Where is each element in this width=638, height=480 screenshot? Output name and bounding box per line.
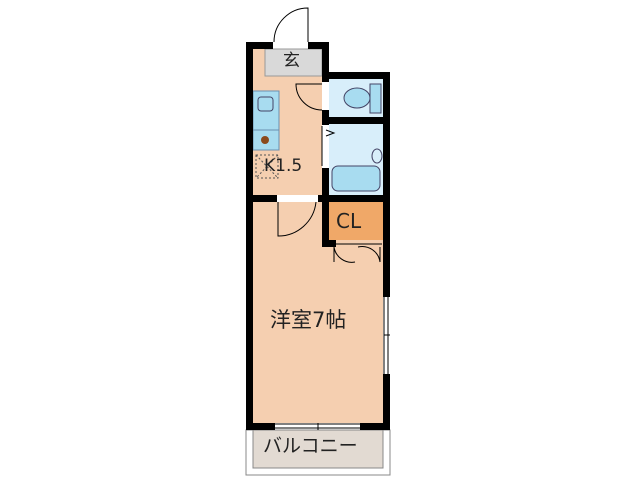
room-door[interactable] [277, 201, 317, 237]
balcony-window[interactable] [275, 423, 360, 430]
sink-basin-icon [257, 96, 274, 112]
bath-faucet-icon [371, 148, 383, 164]
entrance-floor [264, 48, 323, 77]
side-window[interactable] [383, 297, 390, 374]
toilet-door[interactable] [295, 83, 323, 111]
closet-floor [329, 202, 383, 240]
bathtub-icon [331, 165, 381, 192]
closet-doors[interactable] [333, 243, 382, 263]
toilet-bowl-icon [343, 87, 371, 109]
balcony-label: バルコニー [263, 435, 358, 457]
western-room-label: 洋室7帖 [270, 308, 347, 332]
burner-icon [261, 136, 269, 144]
walls [246, 42, 390, 430]
entrance-door[interactable] [273, 7, 309, 43]
balcony-floor [252, 429, 384, 469]
fridge-space [255, 154, 279, 179]
closet-label: CL [336, 209, 362, 233]
entrance-label: 玄 [283, 51, 300, 71]
kitchen-label: K1.5 [264, 156, 303, 176]
toilet-tank [369, 83, 382, 114]
